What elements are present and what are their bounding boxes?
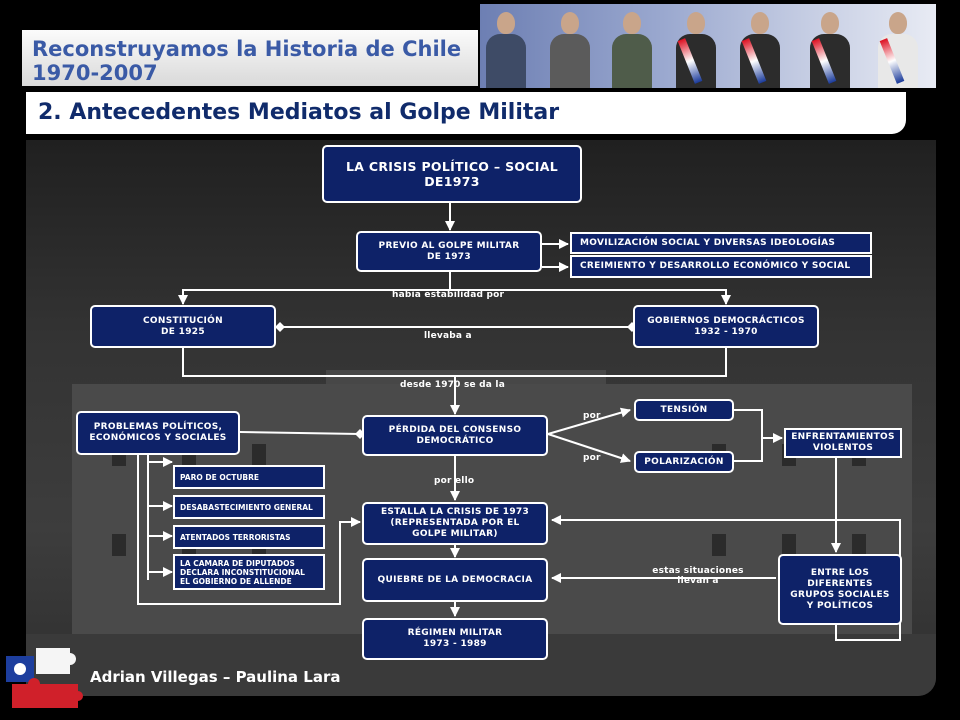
- president-portrait: [486, 8, 526, 88]
- president-portrait: [550, 8, 590, 88]
- header-title-box: [22, 30, 478, 86]
- footer-authors: Adrian Villegas – Paulina Lara: [90, 668, 341, 686]
- label-por-ello: por ello: [434, 476, 475, 486]
- node-tension: TENSIÓN: [634, 399, 734, 421]
- node-quiebre: QUIEBRE DE LA DEMOCRACIA: [362, 558, 548, 602]
- node-estalla: ESTALLA LA CRISIS DE 1973(REPRESENTADA P…: [362, 502, 548, 545]
- president-portrait: [878, 8, 918, 88]
- president-portrait: [810, 8, 850, 88]
- palace-roof: [326, 370, 606, 386]
- subtitle-bar: [26, 92, 906, 134]
- label-por-top: por: [583, 411, 601, 421]
- node-paro: PARO DE OCTUBRE: [173, 465, 325, 489]
- node-atentados: ATENTADOS TERRORISTAS: [173, 525, 325, 549]
- label-llevaba: llevaba a: [424, 331, 472, 341]
- node-desabastecimiento: DESABASTECIMIENTO GENERAL: [173, 495, 325, 519]
- page-title: 2. Antecedentes Mediatos al Golpe Milita…: [38, 100, 560, 125]
- label-habia: había estabilidad por: [392, 290, 505, 300]
- label-por-bottom: por: [583, 453, 601, 463]
- label-desde: desde 1970 se da la: [400, 380, 505, 390]
- president-portrait: [612, 8, 652, 88]
- header-title-line2: 1970-2007: [32, 61, 158, 85]
- president-portrait: [740, 8, 780, 88]
- node-crecimiento: CREIMIENTO Y DESARROLLO ECONÓMICO Y SOCI…: [570, 255, 872, 278]
- node-problemas: PROBLEMAS POLÍTICOS,ECONÓMICOS Y SOCIALE…: [76, 411, 240, 455]
- president-portrait: [676, 8, 716, 88]
- header-title-line1: Reconstruyamos la Historia de Chile: [32, 37, 462, 61]
- node-polarizacion: POLARIZACIÓN: [634, 451, 734, 473]
- node-movilizacion: MOVILIZACIÓN SOCIAL Y DIVERSAS IDEOLOGÍA…: [570, 232, 872, 254]
- presidents-photo-strip: [480, 4, 936, 88]
